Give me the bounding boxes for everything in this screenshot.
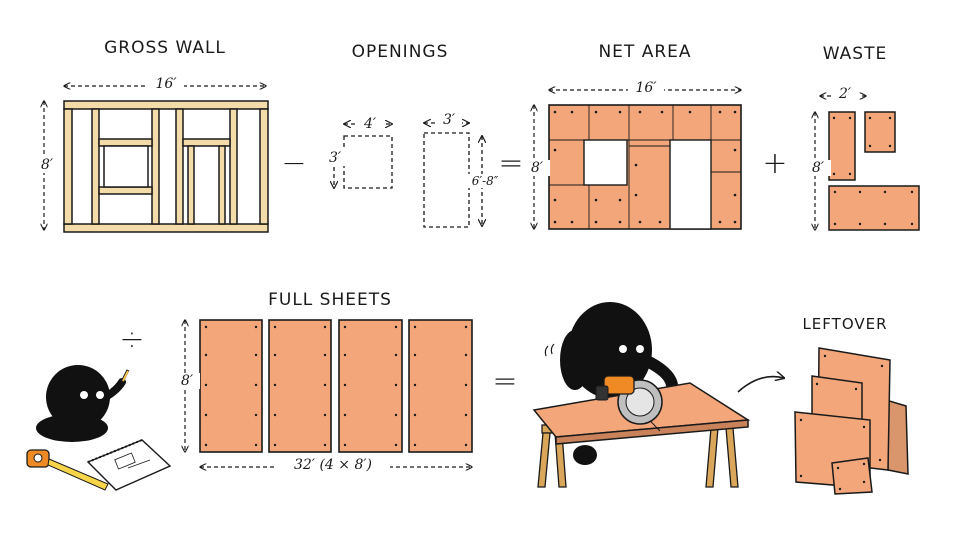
gross-wall-frame — [63, 100, 269, 233]
waste-pieces — [828, 111, 920, 231]
leftover-screws — [799, 354, 884, 491]
leftover-label: LEFTOVER — [802, 315, 888, 333]
net-height-label: 8′ — [524, 160, 550, 176]
window-height-label: 3′ — [322, 150, 348, 166]
openings-label: OPENINGS — [351, 42, 449, 62]
full-sheets-label: FULL SHEETS — [268, 290, 392, 310]
equals-operator-top: = — [498, 146, 524, 181]
sheet-1 — [199, 319, 263, 453]
waste-screws — [832, 116, 914, 226]
notepad-icon — [86, 439, 172, 491]
tape-measure-icon — [26, 449, 109, 491]
gross-width-label: 16′ — [148, 76, 184, 92]
plus-operator: + — [762, 146, 788, 181]
motion-marks — [544, 343, 555, 357]
sheets-total-width-label: 32′ (4 × 8′) — [276, 457, 390, 473]
planner-character — [36, 365, 130, 442]
net-area-dimension-lines — [534, 90, 741, 229]
sheet-height-label: 8′ — [174, 373, 200, 389]
openings-shapes — [334, 123, 482, 228]
waste-label: WASTE — [822, 44, 888, 64]
door-height-label: 6′-8″ — [464, 174, 506, 188]
equals-operator-bottom: = — [492, 364, 518, 399]
cutting-character — [560, 302, 678, 465]
window-width-label: 4′ — [356, 116, 384, 132]
sheet-3 — [338, 319, 403, 453]
full-sheets — [199, 319, 473, 453]
net-area-sheathing — [548, 104, 742, 230]
minus-operator: − — [281, 146, 307, 181]
sheet-4 — [408, 319, 473, 453]
circular-saw-icon — [595, 375, 663, 425]
net-area-label: NET AREA — [598, 42, 692, 62]
divide-operator: ÷ — [119, 322, 145, 357]
leftover-arrow — [737, 377, 784, 393]
gross-wall-label: GROSS WALL — [104, 38, 226, 58]
gross-height-label: 8′ — [34, 157, 60, 173]
sheet-2 — [268, 319, 332, 453]
waste-height-label: 8′ — [805, 160, 831, 176]
net-width-label: 16′ — [628, 80, 664, 96]
leftover-stack — [794, 347, 909, 495]
door-width-label: 3′ — [436, 112, 462, 128]
full-sheets-screws — [204, 325, 468, 447]
waste-width-label: 2′ — [831, 86, 859, 102]
